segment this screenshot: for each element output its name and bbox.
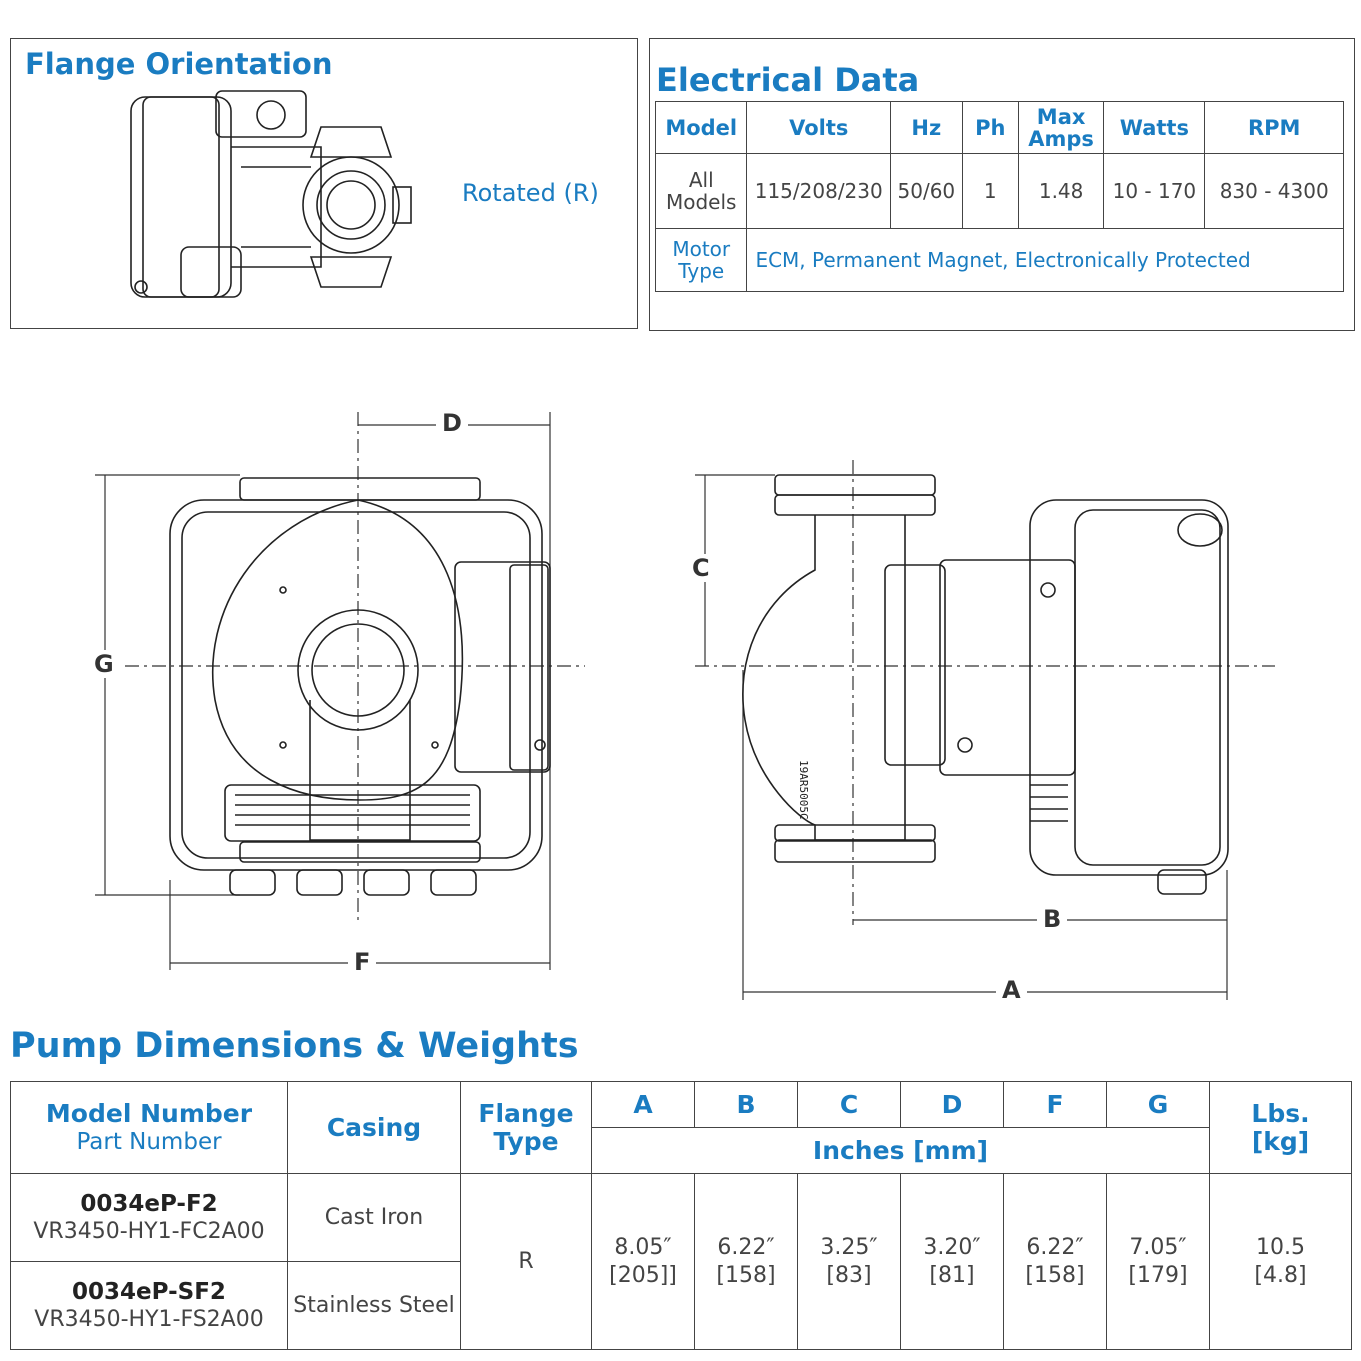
flange-pump-illustration bbox=[130, 90, 412, 298]
elec-cell-ph: 1 bbox=[961, 153, 1019, 229]
electrical-data-title: Electrical Data bbox=[656, 61, 920, 99]
dims-header-lbs: Lbs. bbox=[1251, 1098, 1310, 1128]
dimension-diagram: 19AR5005C bbox=[95, 412, 1275, 1000]
dims-header-part-number: Part Number bbox=[76, 1128, 222, 1155]
dims-row-2-model: 0034eP-SF2 VR3450-HY1-FS2A00 bbox=[10, 1261, 288, 1350]
electrical-data-table: Model Volts Hz Ph Max Amps Watts RPM All… bbox=[654, 101, 1344, 292]
dims-value-f-in: 6.22″ bbox=[1026, 1234, 1084, 1260]
dims-row-2-part-number: VR3450-HY1-FS2A00 bbox=[34, 1306, 264, 1332]
elec-motor-type-label: Motor Type bbox=[654, 228, 748, 292]
dims-value-f-mm: [158] bbox=[1025, 1262, 1085, 1288]
elec-cell-watts: 10 - 170 bbox=[1103, 153, 1206, 229]
flange-orientation-panel: Flange Orientation Rotated (R) bbox=[10, 38, 638, 329]
elec-cell-volts: 115/208/230 bbox=[746, 153, 892, 229]
dims-value-a: 8.05″ [205]] bbox=[591, 1173, 695, 1350]
front-view-pump bbox=[169, 477, 551, 896]
dims-header-casing: Casing bbox=[287, 1081, 461, 1174]
dims-value-d-in: 3.20″ bbox=[923, 1234, 981, 1260]
elec-header-max-amps-line2: Amps bbox=[1028, 126, 1094, 151]
elec-motor-type-line2: Type bbox=[678, 259, 725, 283]
dims-value-b-mm: [158] bbox=[716, 1262, 776, 1288]
dims-value-weight: 10.5 [4.8] bbox=[1209, 1173, 1352, 1350]
dims-value-g: 7.05″ [179] bbox=[1106, 1173, 1210, 1350]
dims-header-weight: Lbs. [kg] bbox=[1209, 1081, 1352, 1174]
elec-model-line1: All bbox=[688, 168, 714, 192]
dim-label-b: B bbox=[1037, 905, 1068, 933]
dims-value-a-mm: [205]] bbox=[609, 1262, 677, 1288]
dims-value-weight-kg: [4.8] bbox=[1254, 1262, 1307, 1288]
dimensions-title: Pump Dimensions & Weights bbox=[10, 1026, 579, 1066]
elec-header-ph: Ph bbox=[961, 101, 1019, 154]
dims-header-b: B bbox=[694, 1081, 798, 1128]
dims-header-d: D bbox=[900, 1081, 1004, 1128]
dims-value-a-in: 8.05″ bbox=[614, 1234, 672, 1260]
elec-header-model: Model bbox=[654, 101, 748, 154]
dims-header-kg: [kg] bbox=[1251, 1126, 1310, 1156]
dim-label-c: C bbox=[686, 554, 716, 582]
dim-label-a: A bbox=[996, 976, 1027, 1004]
dims-row-2-casing: Stainless Steel bbox=[287, 1261, 461, 1350]
flange-orientation-title: Flange Orientation bbox=[25, 47, 333, 81]
dims-value-b: 6.22″ [158] bbox=[694, 1173, 798, 1350]
dims-value-weight-lbs: 10.5 bbox=[1256, 1234, 1305, 1260]
electrical-data-panel: Electrical Data bbox=[649, 38, 1355, 331]
elec-motor-type-value: ECM, Permanent Magnet, Electronically Pr… bbox=[746, 228, 1344, 292]
dims-value-d: 3.20″ [81] bbox=[900, 1173, 1004, 1350]
dims-value-f: 6.22″ [158] bbox=[1003, 1173, 1107, 1350]
dims-header-a: A bbox=[591, 1081, 695, 1128]
elec-cell-model: All Models bbox=[654, 153, 748, 229]
dims-header-f: F bbox=[1003, 1081, 1107, 1128]
dim-label-f: F bbox=[348, 948, 377, 976]
rotated-label: Rotated (R) bbox=[462, 179, 599, 207]
dims-value-c-mm: [83] bbox=[826, 1262, 872, 1288]
dims-row-1-model-number: 0034eP-F2 bbox=[80, 1190, 218, 1217]
dims-row-1-model: 0034eP-F2 VR3450-HY1-FC2A00 bbox=[10, 1173, 288, 1262]
dim-label-d: D bbox=[436, 409, 468, 437]
dims-row-1-casing: Cast Iron bbox=[287, 1173, 461, 1262]
dim-label-g: G bbox=[88, 650, 120, 678]
side-view-pump: 19AR5005C bbox=[742, 474, 1229, 895]
elec-cell-hz: 50/60 bbox=[890, 153, 963, 229]
dims-header-g: G bbox=[1106, 1081, 1210, 1128]
elec-model-line2: Models bbox=[665, 190, 737, 214]
dims-row-1-part-number: VR3450-HY1-FC2A00 bbox=[33, 1218, 265, 1244]
dims-value-b-in: 6.22″ bbox=[717, 1234, 775, 1260]
dims-row-2-model-number: 0034eP-SF2 bbox=[72, 1278, 226, 1305]
elec-header-hz: Hz bbox=[890, 101, 963, 154]
dims-header-c: C bbox=[797, 1081, 901, 1128]
dims-header-flange-line1: Flange bbox=[478, 1098, 574, 1128]
dims-header-model-number: Model Number bbox=[45, 1098, 253, 1128]
elec-header-volts: Volts bbox=[746, 101, 892, 154]
elec-header-max-amps-line1: Max bbox=[1036, 104, 1086, 129]
dims-header-model: Model Number Part Number bbox=[10, 1081, 288, 1174]
dims-value-c: 3.25″ [83] bbox=[797, 1173, 901, 1350]
elec-cell-rpm: 830 - 4300 bbox=[1204, 153, 1344, 229]
elec-header-max-amps: Max Amps bbox=[1017, 101, 1105, 154]
dims-value-d-mm: [81] bbox=[929, 1262, 975, 1288]
dims-header-flange-type: Flange Type bbox=[460, 1081, 592, 1174]
dims-header-flange-line2: Type bbox=[493, 1126, 559, 1156]
elec-header-rpm: RPM bbox=[1204, 101, 1344, 154]
dimensions-table: Model Number Part Number Casing Flange T… bbox=[10, 1081, 1352, 1350]
dims-flange-type-value: R bbox=[460, 1173, 592, 1350]
elec-cell-max-amps: 1.48 bbox=[1017, 153, 1105, 229]
dims-value-g-in: 7.05″ bbox=[1129, 1234, 1187, 1260]
dims-header-units: Inches [mm] bbox=[591, 1127, 1210, 1174]
dims-value-g-mm: [179] bbox=[1128, 1262, 1188, 1288]
dims-value-c-in: 3.25″ bbox=[820, 1234, 878, 1260]
elec-header-watts: Watts bbox=[1103, 101, 1206, 154]
elec-motor-type-line1: Motor bbox=[672, 237, 731, 261]
casting-mark: 19AR5005C bbox=[797, 760, 810, 820]
